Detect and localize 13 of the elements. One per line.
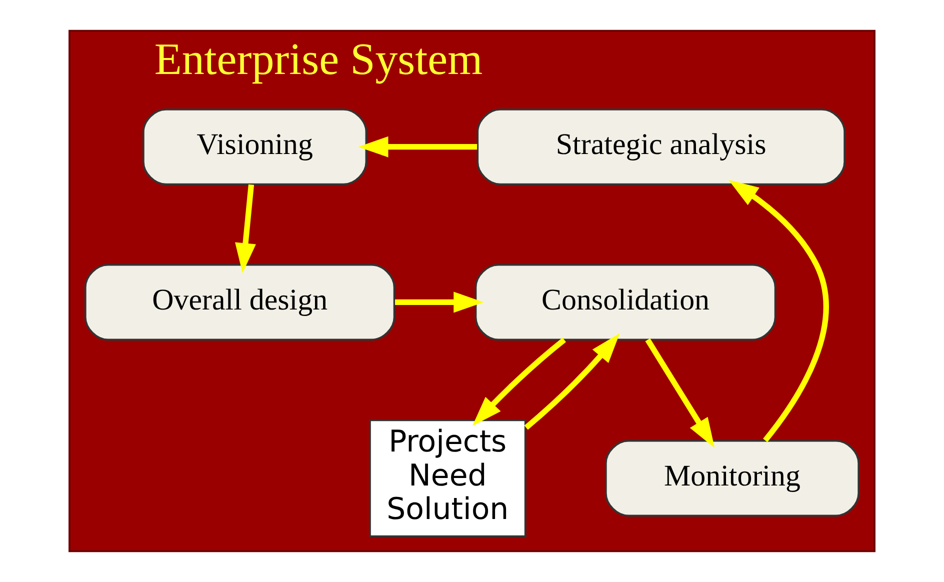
arrow bbox=[472, 338, 566, 426]
arrow bbox=[728, 180, 829, 442]
node-box: Visioning bbox=[142, 108, 368, 186]
node-box: Overall design bbox=[84, 264, 396, 341]
node-box: Projects Need Solution bbox=[369, 419, 526, 538]
arrow bbox=[358, 136, 478, 158]
node-box: Consolidation bbox=[474, 264, 776, 341]
arrow bbox=[524, 333, 620, 430]
arrow bbox=[235, 184, 256, 274]
arrow bbox=[395, 292, 484, 313]
arrow bbox=[645, 338, 715, 448]
node-box: Strategic analysis bbox=[476, 108, 846, 186]
node-box: Monitoring bbox=[604, 440, 860, 517]
